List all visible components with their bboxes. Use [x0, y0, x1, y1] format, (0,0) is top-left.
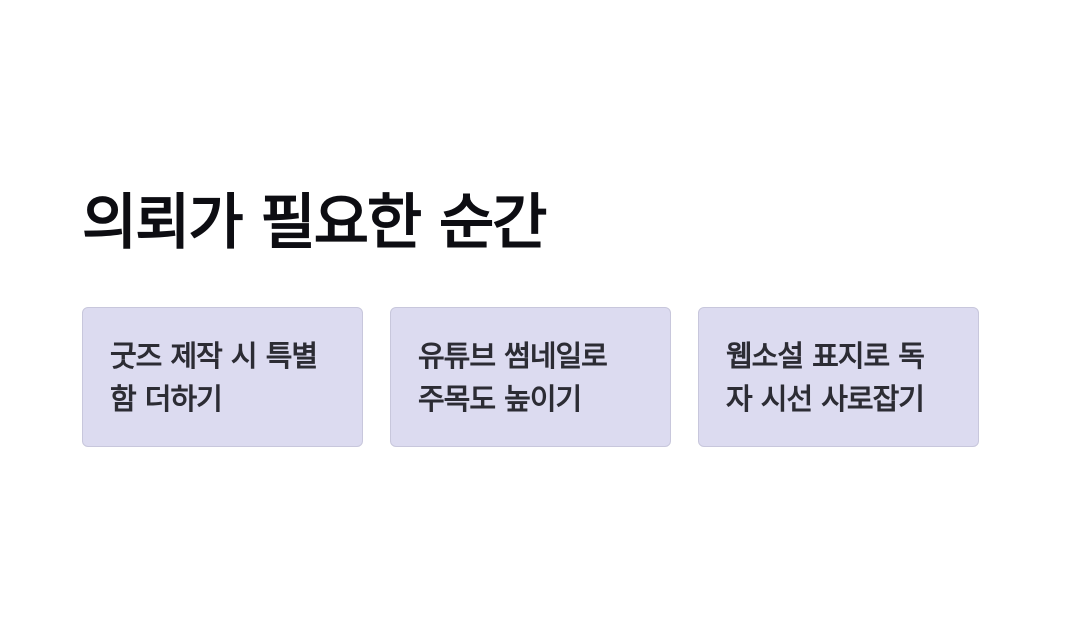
card-label-line-1: 유튜브 썸네일로 — [418, 339, 608, 373]
card-label: 웹소설 표지로 독 자 시선 사로잡기 — [726, 335, 958, 421]
card-label: 굿즈 제작 시 특별 함 더하기 — [110, 335, 342, 421]
section-title: 의뢰가 필요한 순간 — [82, 188, 547, 258]
card-label-line-1: 굿즈 제작 시 특별 — [110, 339, 318, 373]
use-case-card-list: 굿즈 제작 시 특별 함 더하기 유튜브 썸네일로 주목도 높이기 웹소설 표지… — [82, 307, 979, 447]
use-case-card-goods[interactable]: 굿즈 제작 시 특별 함 더하기 — [82, 307, 363, 447]
card-label-line-2: 주목도 높이기 — [418, 382, 582, 416]
card-label-line-2: 함 더하기 — [110, 382, 223, 416]
card-label-line-1: 웹소설 표지로 독 — [726, 339, 925, 373]
card-label-line-2: 자 시선 사로잡기 — [726, 382, 925, 416]
card-label: 유튜브 썸네일로 주목도 높이기 — [418, 335, 650, 421]
use-case-card-youtube-thumbnail[interactable]: 유튜브 썸네일로 주목도 높이기 — [390, 307, 671, 447]
use-cases-section: 의뢰가 필요한 순간 굿즈 제작 시 특별 함 더하기 유튜브 썸네일로 주목도… — [82, 186, 982, 447]
use-case-card-webnovel-cover[interactable]: 웹소설 표지로 독 자 시선 사로잡기 — [698, 307, 979, 447]
